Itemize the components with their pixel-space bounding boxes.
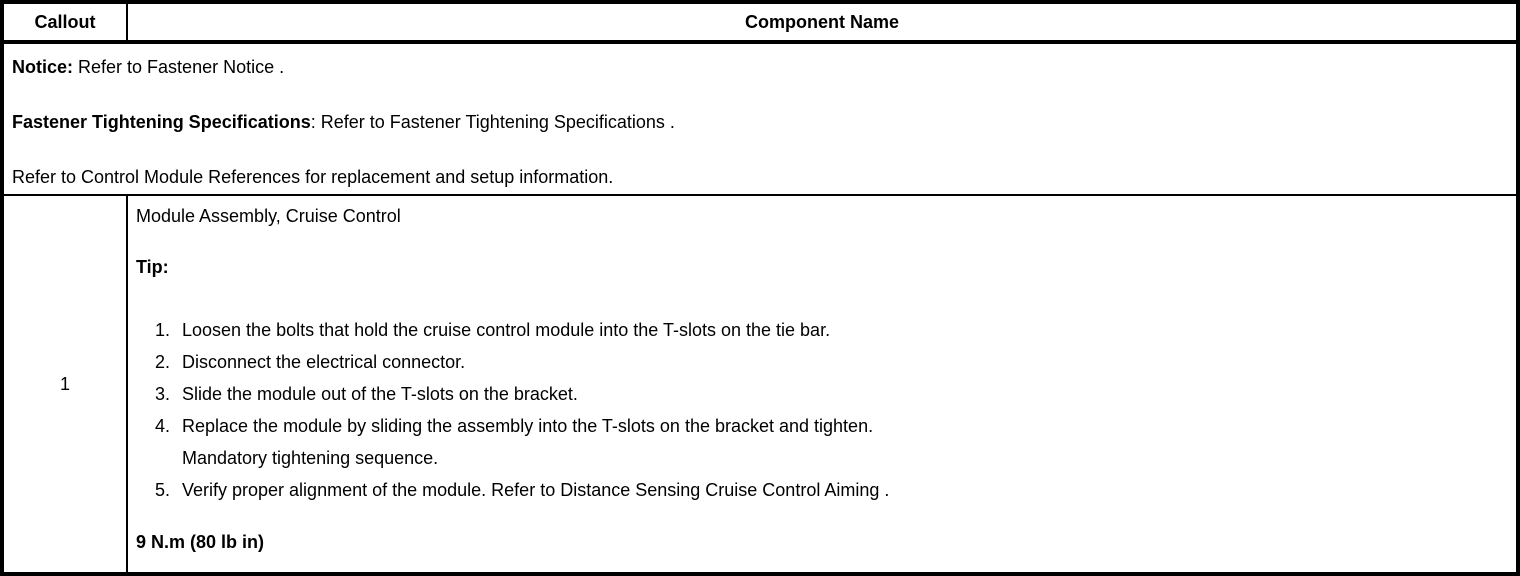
step-number: 4. <box>155 416 171 436</box>
step-item: 1. Loosen the bolts that hold the cruise… <box>136 314 1506 346</box>
component-title: Module Assembly, Cruise Control <box>136 206 401 226</box>
step-text: Loosen the bolts that hold the cruise co… <box>182 320 831 340</box>
control-module-reference-line: Refer to Control Module References for r… <box>12 167 1508 188</box>
notice-section: Notice: Refer to Fastener Notice . Faste… <box>4 44 1516 196</box>
fastener-spec-text: : Refer to Fastener Tightening Specifica… <box>310 112 675 132</box>
step-item: 2. Disconnect the electrical connector. <box>136 346 1506 378</box>
callout-number: 1 <box>4 196 128 572</box>
fastener-spec-label: Fastener Tightening Specifications <box>12 112 311 132</box>
step-item: 4. Replace the module by sliding the ass… <box>136 410 1506 474</box>
table-header-row: Callout Component Name <box>4 4 1516 44</box>
step-number: 2. <box>155 352 171 372</box>
step-number: 5. <box>155 480 171 500</box>
component-name-column-header: Component Name <box>744 11 899 32</box>
procedure-steps-list: 1. Loosen the bolts that hold the cruise… <box>136 314 1506 506</box>
step-number: 1. <box>155 320 171 340</box>
step-text-line1: Replace the module by sliding the assemb… <box>182 416 874 436</box>
fastener-spec-line: Fastener Tightening Specifications: Refe… <box>12 112 1508 133</box>
step-number: 3. <box>155 384 171 404</box>
notice-label: Notice: <box>12 57 74 77</box>
torque-spec: 9 N.m (80 lb in) <box>136 532 265 552</box>
callout-column-header: Callout <box>4 4 128 40</box>
notice-text: Refer to Fastener Notice . <box>73 57 285 77</box>
step-item: 3. Slide the module out of the T-slots o… <box>136 378 1506 410</box>
step-text: Slide the module out of the T-slots on t… <box>182 384 578 404</box>
step-item: 5. Verify proper alignment of the module… <box>136 474 1506 506</box>
step-text: Replace the module by sliding the assemb… <box>182 410 1506 474</box>
notice-line: Notice: Refer to Fastener Notice . <box>12 57 1508 78</box>
step-text-line2: Mandatory tightening sequence. <box>182 448 439 468</box>
tip-label: Tip: <box>136 257 169 277</box>
table-row: 1 Module Assembly, Cruise Control Tip: 1… <box>4 196 1516 572</box>
step-text: Disconnect the electrical connector. <box>182 352 466 372</box>
control-module-reference-text: Refer to Control Module References for r… <box>12 167 614 187</box>
component-cell: Module Assembly, Cruise Control Tip: 1. … <box>128 196 1516 572</box>
step-text: Verify proper alignment of the module. R… <box>182 480 890 500</box>
